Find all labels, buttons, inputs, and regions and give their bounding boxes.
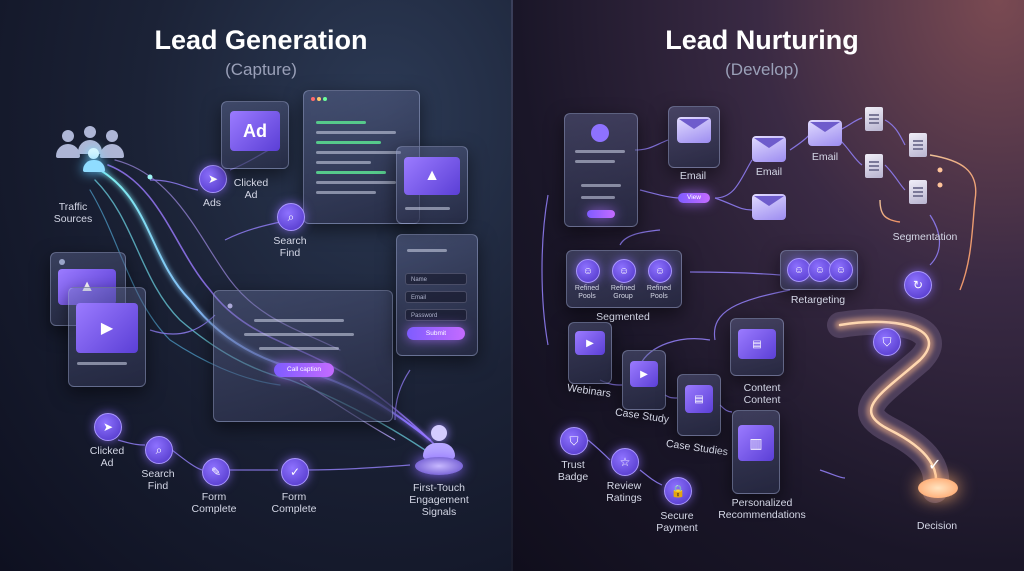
- cursor-icon[interactable]: ➤: [94, 413, 122, 441]
- content-card[interactable]: ▤: [730, 318, 784, 376]
- right-title: Lead Nurturing: [665, 25, 859, 55]
- password-field[interactable]: Password: [405, 309, 467, 321]
- submit-button[interactable]: Submit: [407, 327, 465, 340]
- email-field[interactable]: Email: [405, 291, 467, 303]
- retargeting-label: Retargeting: [790, 294, 846, 306]
- envelope-icon: [808, 120, 842, 146]
- webinar-card[interactable]: ▶: [568, 322, 612, 384]
- search-icon[interactable]: ⌕: [277, 203, 305, 231]
- ad-card[interactable]: Ad: [221, 101, 289, 169]
- group-icon[interactable]: ☺: [612, 259, 636, 283]
- content-icon: ▤: [738, 329, 776, 359]
- retargeting-card: ☺ ☺ ☺: [780, 250, 858, 290]
- lock-icon[interactable]: 🔒: [664, 477, 692, 505]
- refresh-icon[interactable]: ↻: [904, 271, 932, 299]
- ads-label: Ads: [202, 197, 222, 209]
- decision-road: [827, 308, 950, 503]
- recommendations-card[interactable]: ▥: [732, 410, 780, 494]
- document-icon: [865, 107, 883, 131]
- shield-icon[interactable]: ⛉: [873, 328, 901, 356]
- check-icon: ✓: [928, 457, 942, 474]
- case-study-card[interactable]: ▶: [622, 350, 666, 410]
- star-icon[interactable]: ☆: [611, 448, 639, 476]
- cta-button[interactable]: Call caption: [274, 363, 334, 377]
- play-icon: ▶: [630, 361, 658, 387]
- left-subtitle: (Capture): [225, 60, 297, 79]
- search-icon[interactable]: ⌕: [145, 436, 173, 464]
- traffic-sources-icon: [56, 124, 130, 174]
- check-form-icon[interactable]: ✓: [281, 458, 309, 486]
- browser-window: Call caption: [213, 290, 393, 422]
- decision-label: Decision: [916, 520, 958, 532]
- user-icon[interactable]: ☺: [787, 258, 811, 282]
- name-field[interactable]: Name: [405, 273, 467, 285]
- ad-thumbnail: Ad: [230, 111, 280, 151]
- left-title: Lead Generation: [154, 25, 368, 55]
- signup-form-card: Name Email Password Submit: [396, 234, 478, 356]
- envelope-icon: [752, 136, 786, 162]
- document-icon: [865, 154, 883, 178]
- cursor-icon[interactable]: ➤: [199, 165, 227, 193]
- segmentation-label: Segmentation: [892, 231, 958, 243]
- image-card[interactable]: ▲: [396, 146, 468, 224]
- user-icon[interactable]: ☺: [829, 258, 853, 282]
- panel-divider: [511, 0, 513, 571]
- lead-profile-card[interactable]: [564, 113, 638, 227]
- case-studies-card[interactable]: ▤: [677, 374, 721, 436]
- avatar: [591, 124, 609, 142]
- decision-pedestal: [918, 478, 958, 498]
- segmented-label: Segmented: [596, 311, 650, 323]
- view-button[interactable]: View: [678, 193, 710, 203]
- image-icon: ▲: [404, 157, 460, 195]
- right-subtitle: (Develop): [725, 60, 799, 79]
- user-pedestal-icon: [415, 425, 463, 477]
- form-icon[interactable]: ✎: [202, 458, 230, 486]
- email-card[interactable]: [668, 106, 720, 168]
- group-icon[interactable]: ☺: [648, 259, 672, 283]
- email-1-label: Email: [679, 170, 707, 182]
- profile-action-button[interactable]: [587, 210, 615, 218]
- document-icon: [909, 180, 927, 204]
- document-icon: ▤: [685, 385, 713, 413]
- bar-chart-icon: ▥: [738, 425, 774, 461]
- play-icon: ▶: [76, 303, 138, 353]
- document-icon: [909, 133, 927, 157]
- video-card[interactable]: ▶: [68, 287, 146, 387]
- group-icon[interactable]: ☺: [576, 259, 600, 283]
- envelope-icon: [752, 194, 786, 220]
- play-icon: ▶: [575, 331, 605, 355]
- user-group-icon[interactable]: ☺: [808, 258, 832, 282]
- shield-check-icon[interactable]: ⛉: [560, 427, 588, 455]
- email-2-label: Email: [755, 166, 783, 178]
- envelope-icon: [677, 117, 711, 143]
- email-3-label: Email: [811, 151, 839, 163]
